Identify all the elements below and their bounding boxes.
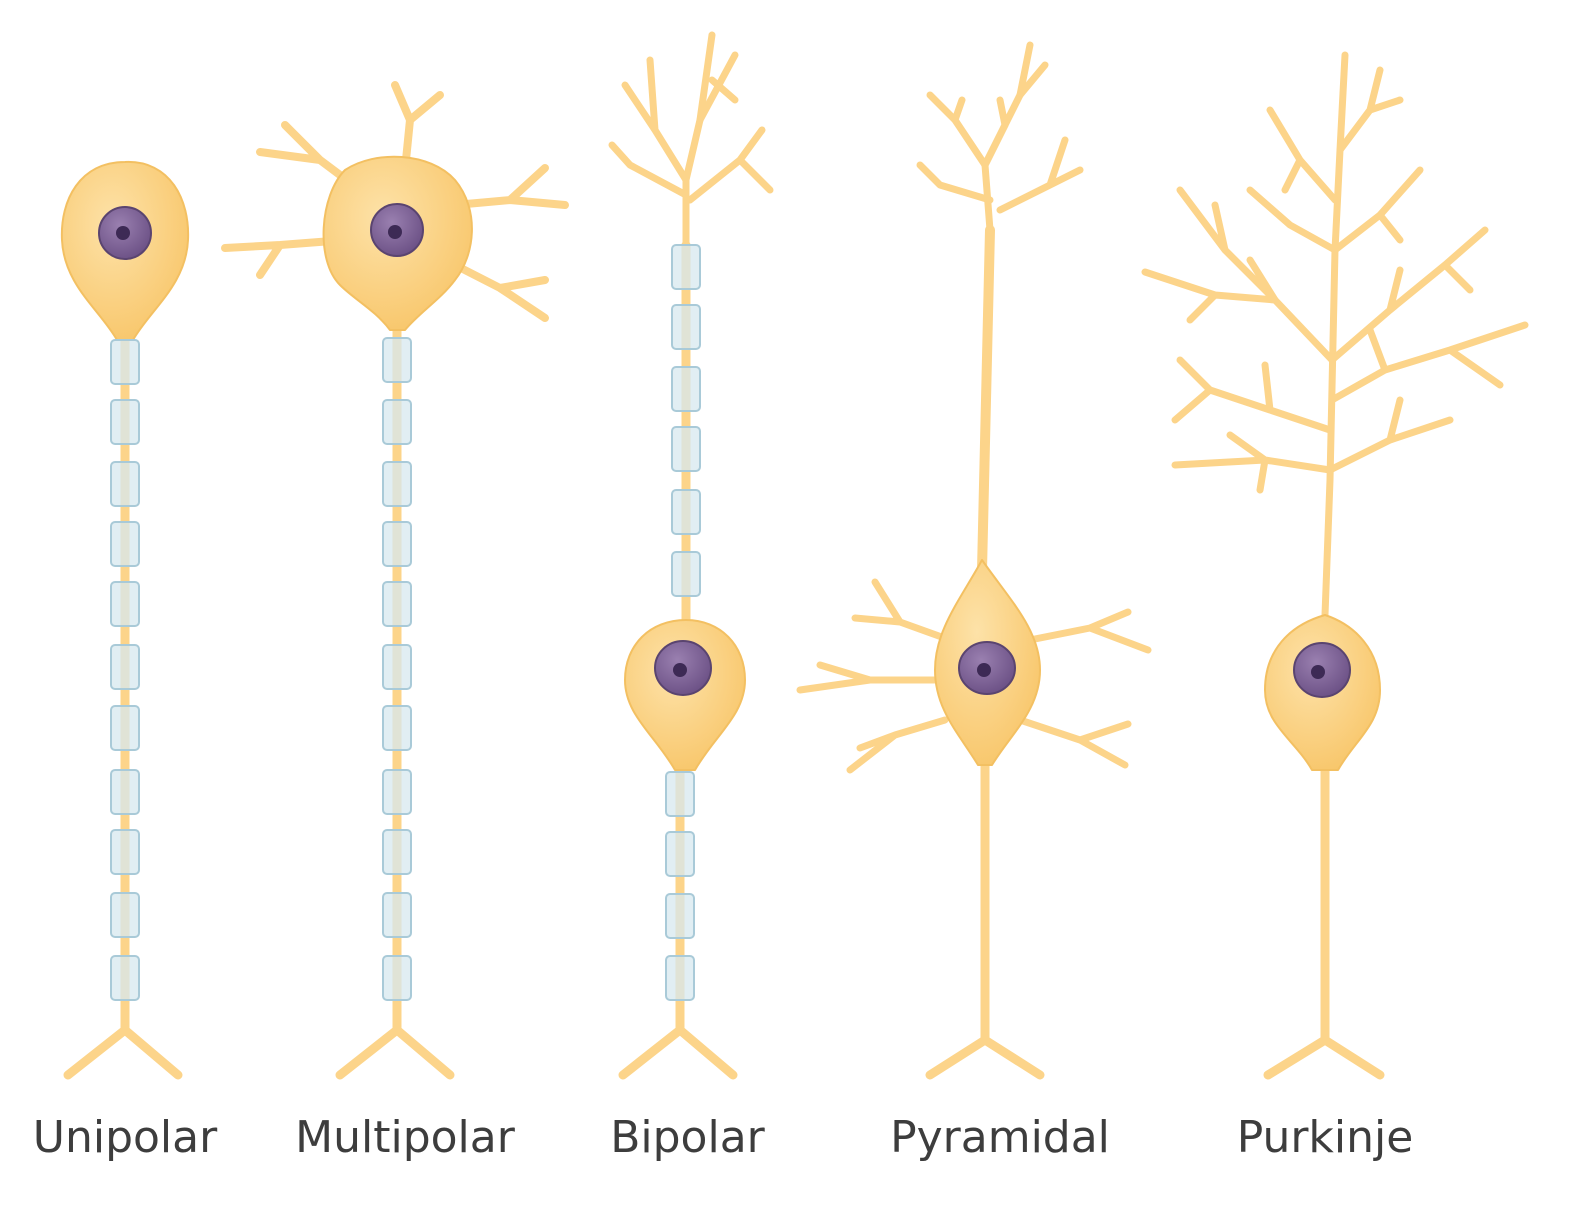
dendrites <box>608 31 774 249</box>
nucleolus <box>388 225 402 239</box>
label-multipolar: Multipolar <box>295 1112 515 1163</box>
myelin-sheath <box>382 337 412 1001</box>
myelin-sheath <box>665 244 701 1001</box>
pyramidal-neuron <box>796 41 1152 1080</box>
apical-trunk <box>977 225 995 575</box>
label-bipolar: Bipolar <box>610 1112 765 1163</box>
nucleolus <box>1311 665 1325 679</box>
axon-terminal <box>618 1007 738 1080</box>
nucleolus <box>977 663 991 677</box>
apical-dendrite <box>916 41 1084 234</box>
axon-terminal <box>335 1007 455 1080</box>
label-purkinje: Purkinje <box>1236 1112 1414 1163</box>
axon-terminal <box>1263 1025 1385 1080</box>
nucleolus <box>673 663 687 677</box>
multipolar-neuron <box>221 81 569 1080</box>
axon-terminal <box>63 1007 183 1080</box>
bipolar-neuron <box>608 31 774 1080</box>
nucleolus <box>116 226 130 240</box>
label-unipolar: Unipolar <box>32 1112 218 1163</box>
basal-dendrites <box>796 578 1152 774</box>
axon-terminal <box>925 1025 1045 1080</box>
dendrites <box>221 81 569 322</box>
purkinje-neuron <box>1141 51 1529 1080</box>
label-pyramidal: Pyramidal <box>890 1112 1110 1163</box>
dendritic-tree <box>1141 51 1529 619</box>
myelin-sheath <box>110 339 140 1001</box>
unipolar-neuron <box>60 160 190 1080</box>
